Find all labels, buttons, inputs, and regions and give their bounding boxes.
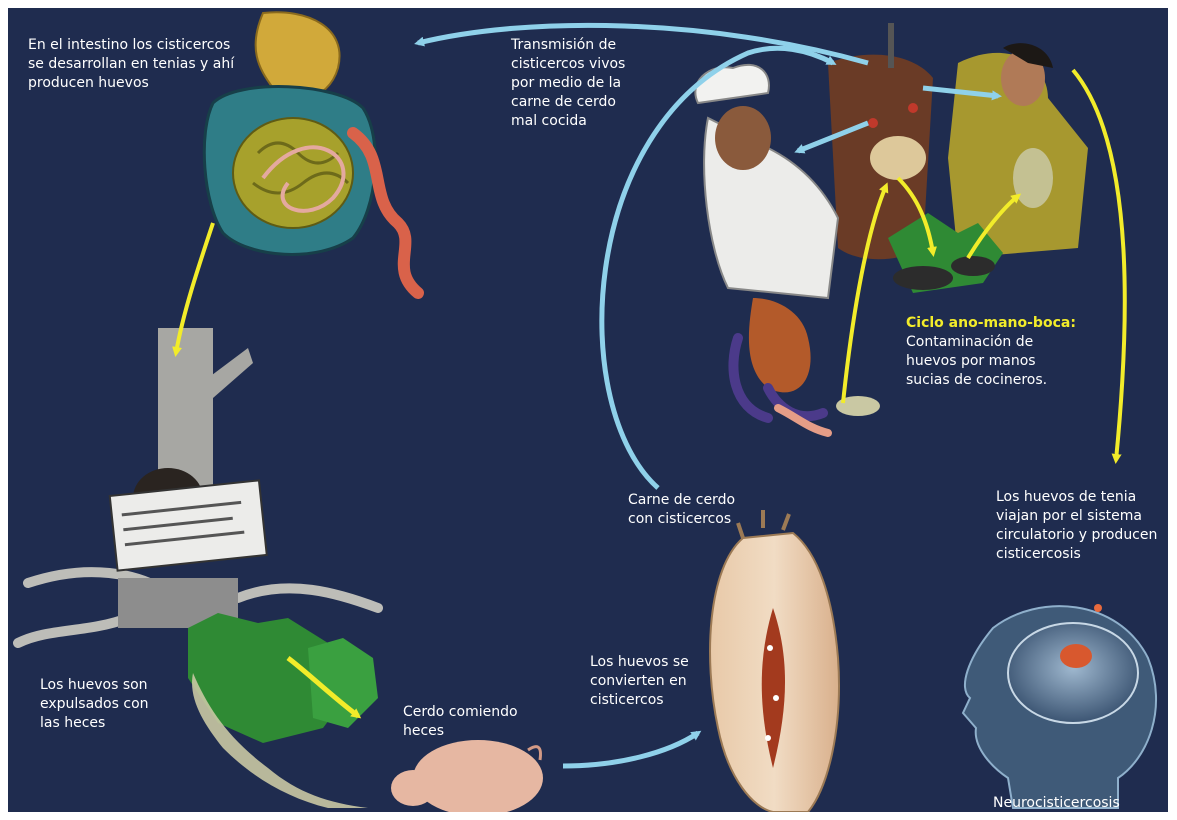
- label-circulatory: Los huevos de tenia viajan por el sistem…: [996, 488, 1157, 564]
- arrow-customer-to-brain: [1073, 70, 1125, 460]
- label-intestine: En el intestino los cisticercos se desar…: [28, 36, 234, 93]
- diagram-canvas: En el intestino los cisticercos se desar…: [8, 8, 1168, 812]
- intestine-illustration: [204, 12, 418, 293]
- pig-illustration: [391, 740, 543, 812]
- label-cycle-title: Ciclo ano-mano-boca:: [906, 314, 1076, 333]
- label-expelled: Los huevos son expulsados con las heces: [40, 676, 149, 733]
- label-become-cysts: Los huevos se convierten en cisticercos: [590, 653, 689, 710]
- pork-carcass-illustration: [710, 510, 839, 812]
- label-cycle-text: Contaminación de huevos por manos sucias…: [906, 333, 1076, 390]
- label-pig-eating: Cerdo comiendo heces: [403, 703, 518, 741]
- label-cycle-group: Ciclo ano-mano-boca: Contaminación de hu…: [906, 314, 1076, 390]
- arrow-to-intestine: [418, 25, 868, 63]
- label-pork: Carne de cerdo con cisticercos: [628, 491, 735, 529]
- arrow-pig-to-carcass: [563, 733, 698, 766]
- label-neuro: Neurocisticercosis: [993, 794, 1120, 812]
- label-transmission: Transmisión de cisticercos vivos por med…: [511, 36, 625, 131]
- brain-head-illustration: [963, 604, 1156, 808]
- man-reading-illustration: [110, 468, 267, 628]
